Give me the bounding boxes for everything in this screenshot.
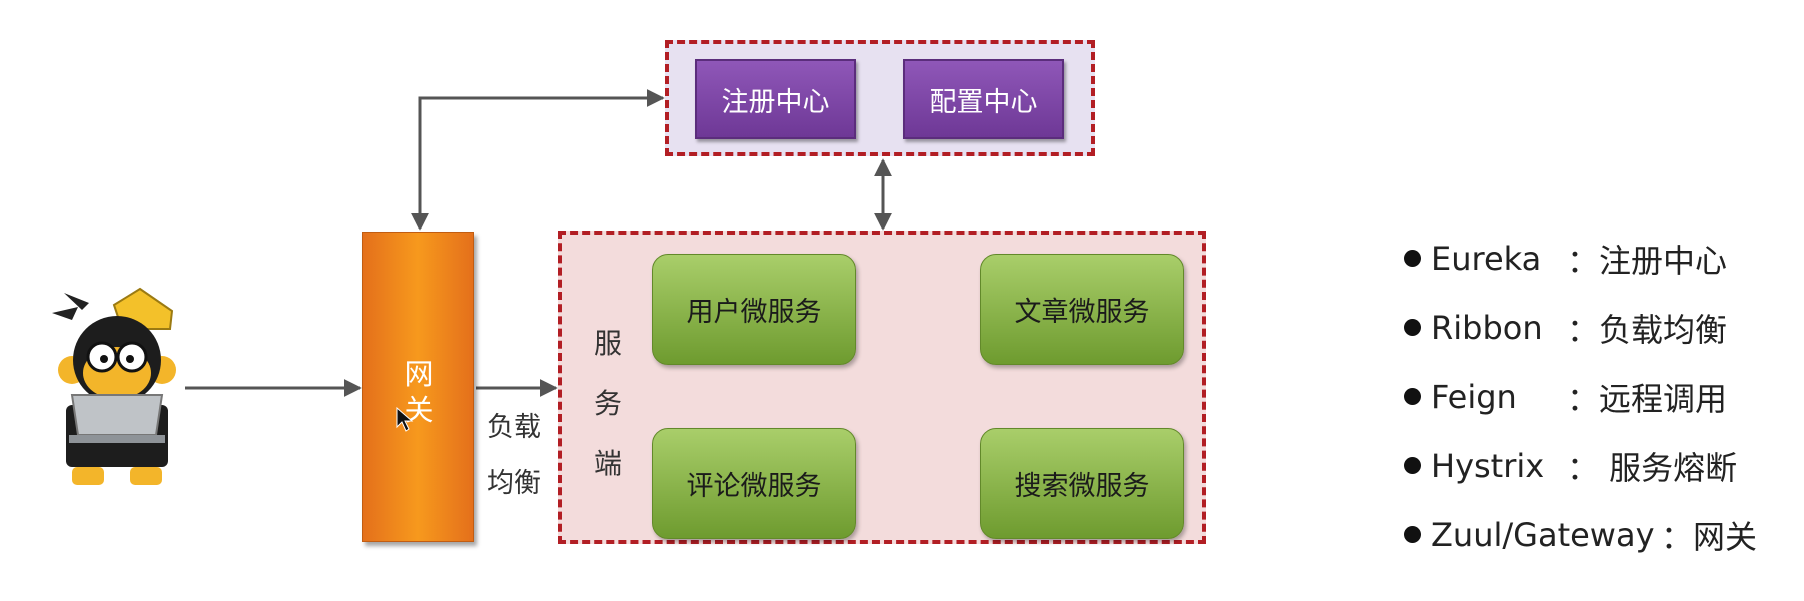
search-service-box: 搜索微服务 [980,428,1184,539]
monkey-mascot-with-laptop-icon [52,287,176,485]
bullet-icon [1404,457,1421,474]
server-label: 服务端 [593,327,622,480]
legend-name: Eureka [1431,239,1542,278]
bullet-icon [1404,250,1421,267]
legend-item: Ribbon ：负载均衡 [1404,293,1757,362]
legend-name: Hystrix [1431,446,1545,485]
user-service-box: 用户微服务 [652,254,856,365]
load-balance-label: 负载均衡 [487,412,541,499]
comment-service-box: 评论微服务 [652,428,856,539]
legend-item: Feign ：远程调用 [1404,362,1757,431]
registry-center-box: 注册中心 [695,59,856,139]
legend-item: Zuul/Gateway ：网关 [1404,500,1757,569]
legend-item: Eureka ：注册中心 [1404,224,1757,293]
legend-desc: ：负载均衡 [1567,310,1728,349]
mouse-cursor-icon [396,407,414,432]
legend-desc: ：远程调用 [1567,379,1728,418]
legend-desc: ：注册中心 [1567,241,1728,280]
legend-desc: ：网关 [1661,517,1758,556]
legend-desc: ： 服务熔断 [1567,448,1738,487]
arrow-gateway-registry [411,89,665,231]
legend-item: Hystrix ： 服务熔断 [1404,431,1757,500]
article-service-box: 文章微服务 [980,254,1184,365]
config-center-box: 配置中心 [903,59,1064,139]
bullet-icon [1404,388,1421,405]
component-legend: Eureka ：注册中心 Ribbon ：负载均衡 Feign ：远程调用 Hy… [1404,224,1757,569]
bullet-icon [1404,526,1421,543]
bullet-icon [1404,319,1421,336]
legend-name: Zuul/Gateway [1431,515,1655,554]
legend-name: Feign [1431,377,1517,416]
legend-name: Ribbon [1431,308,1543,347]
gateway-box [362,232,474,542]
